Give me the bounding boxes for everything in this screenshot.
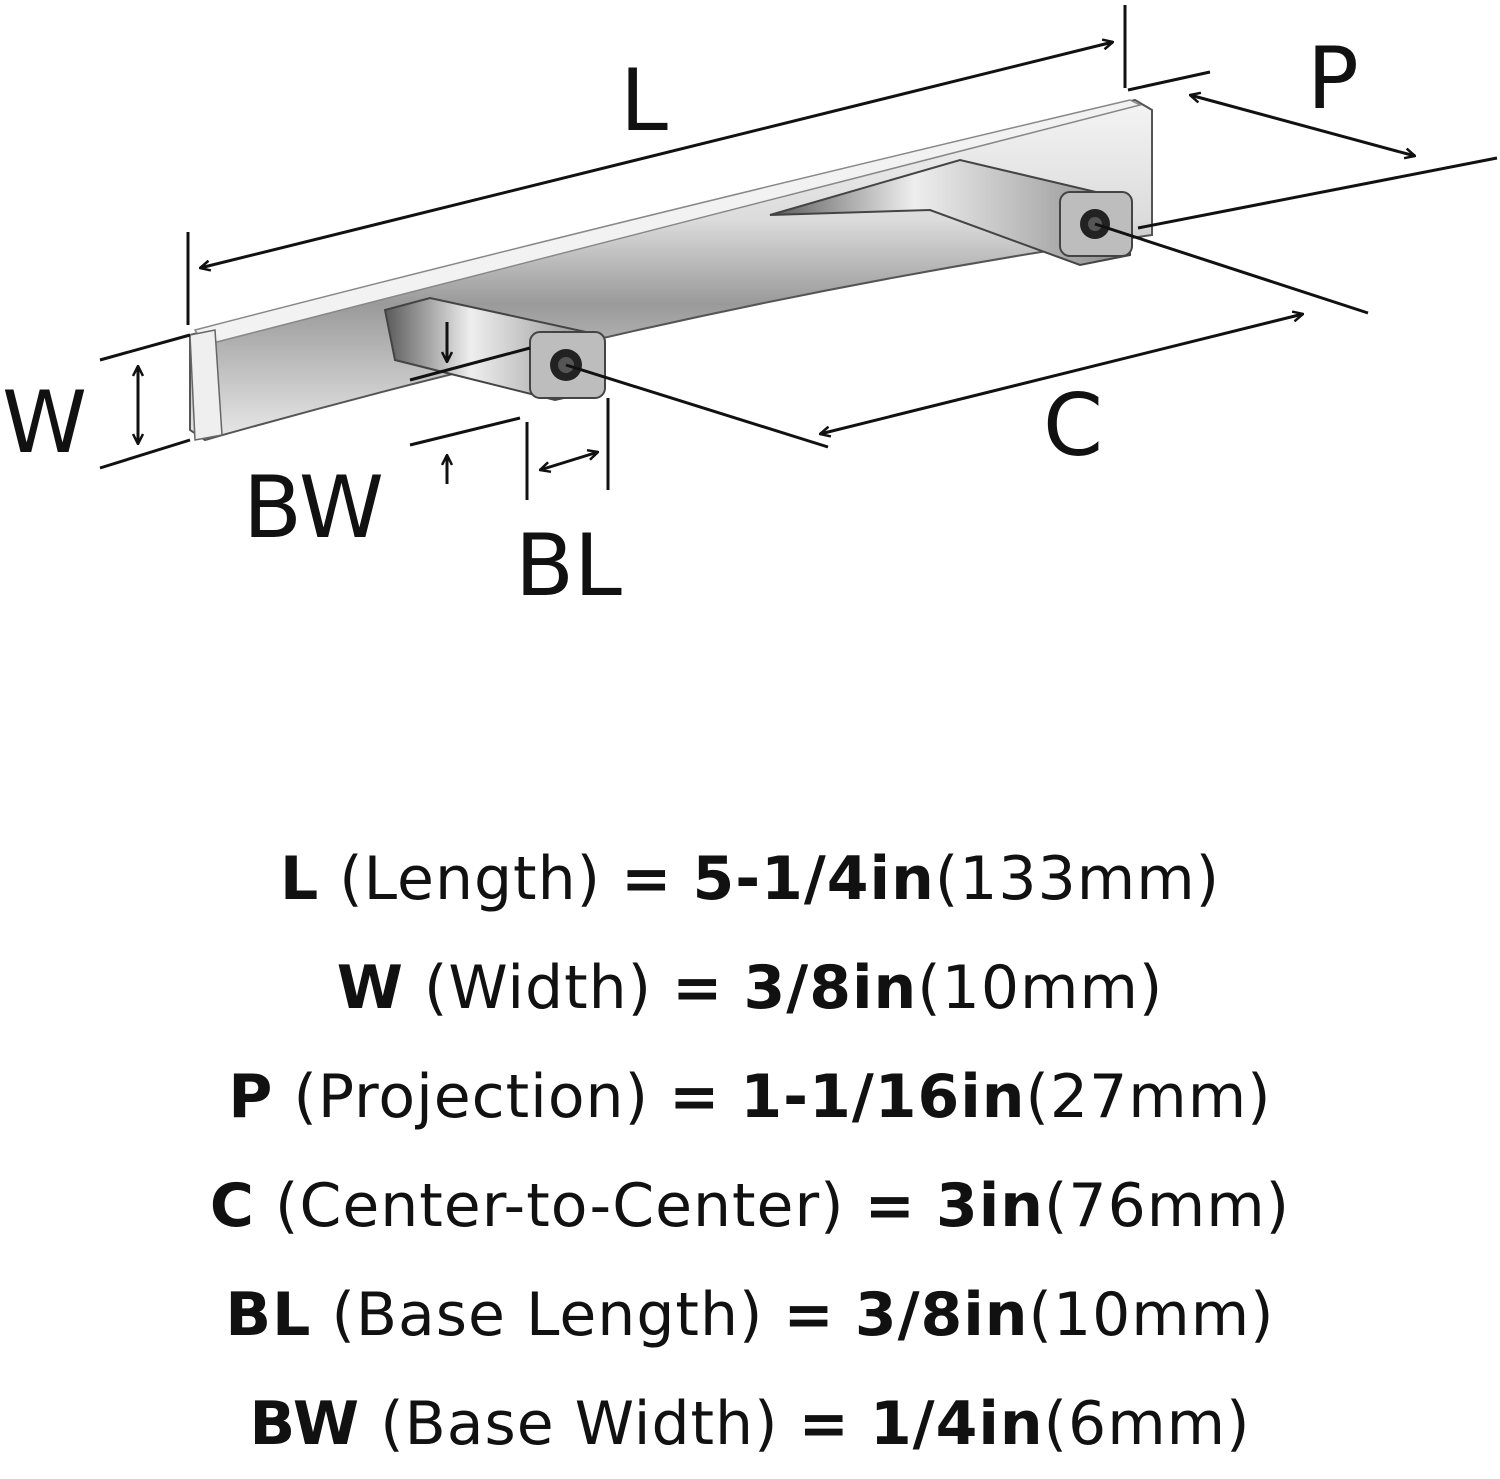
width-dimension: W: [2, 333, 191, 473]
spec-base-length: BL (Base Length) = 3/8in(10mm): [0, 1261, 1500, 1370]
label-C: C: [1043, 376, 1103, 476]
specification-list: L (Length) = 5-1/4in(133mm) W (Width) = …: [0, 825, 1500, 1479]
spec-equals: =: [621, 844, 673, 914]
spec-name: (Base Width): [380, 1389, 779, 1459]
spec-name: (Center-to-Center): [275, 1171, 845, 1241]
spec-imperial: 3/8in: [854, 1280, 1029, 1350]
base-width-dimension: BW: [243, 322, 531, 558]
spec-metric: (76mm): [1044, 1171, 1291, 1241]
spec-name: (Projection): [293, 1062, 649, 1132]
center-to-center-dimension: C: [565, 222, 1369, 476]
spec-metric: (10mm): [1028, 1280, 1275, 1350]
spec-equals: =: [669, 1062, 721, 1132]
spec-base-width: BW (Base Width) = 1/4in(6mm): [0, 1370, 1500, 1479]
spec-symbol: C: [209, 1171, 255, 1241]
label-W: W: [2, 373, 87, 473]
spec-symbol: L: [279, 844, 320, 914]
spec-imperial: 3in: [935, 1171, 1045, 1241]
label-P: P: [1307, 29, 1359, 129]
spec-symbol: P: [228, 1062, 274, 1132]
spec-name: (Length): [339, 844, 602, 914]
spec-width: W (Width) = 3/8in(10mm): [0, 934, 1500, 1043]
spec-imperial: 3/8in: [743, 953, 918, 1023]
spec-imperial: 1/4in: [869, 1389, 1044, 1459]
spec-equals: =: [864, 1171, 916, 1241]
spec-metric: (10mm): [917, 953, 1164, 1023]
spec-imperial: 5-1/4in: [692, 844, 935, 914]
spec-symbol: BW: [249, 1389, 361, 1459]
spec-center-to-center: C (Center-to-Center) = 3in(76mm): [0, 1152, 1500, 1261]
label-L: L: [620, 51, 668, 151]
handle-dimension-diagram: L P W C BW BL: [2, 5, 1498, 616]
spec-equals: =: [798, 1389, 850, 1459]
spec-symbol: W: [336, 953, 404, 1023]
spec-name: (Base Length): [331, 1280, 764, 1350]
spec-metric: (6mm): [1043, 1389, 1251, 1459]
spec-length: L (Length) = 5-1/4in(133mm): [0, 825, 1500, 934]
spec-name: (Width): [423, 953, 653, 1023]
spec-projection: P (Projection) = 1-1/16in(27mm): [0, 1043, 1500, 1152]
spec-equals: =: [672, 953, 724, 1023]
base-length-dimension: BL: [515, 398, 622, 616]
length-dimension: L: [186, 5, 1127, 325]
spec-symbol: BL: [225, 1280, 312, 1350]
projection-dimension: P: [1127, 29, 1498, 230]
spec-metric: (27mm): [1025, 1062, 1272, 1132]
spec-metric: (133mm): [934, 844, 1221, 914]
spec-imperial: 1-1/16in: [740, 1062, 1026, 1132]
handle-end-cap: [189, 329, 223, 441]
spec-equals: =: [783, 1280, 835, 1350]
label-BW: BW: [243, 458, 384, 558]
label-BL: BL: [515, 516, 622, 616]
